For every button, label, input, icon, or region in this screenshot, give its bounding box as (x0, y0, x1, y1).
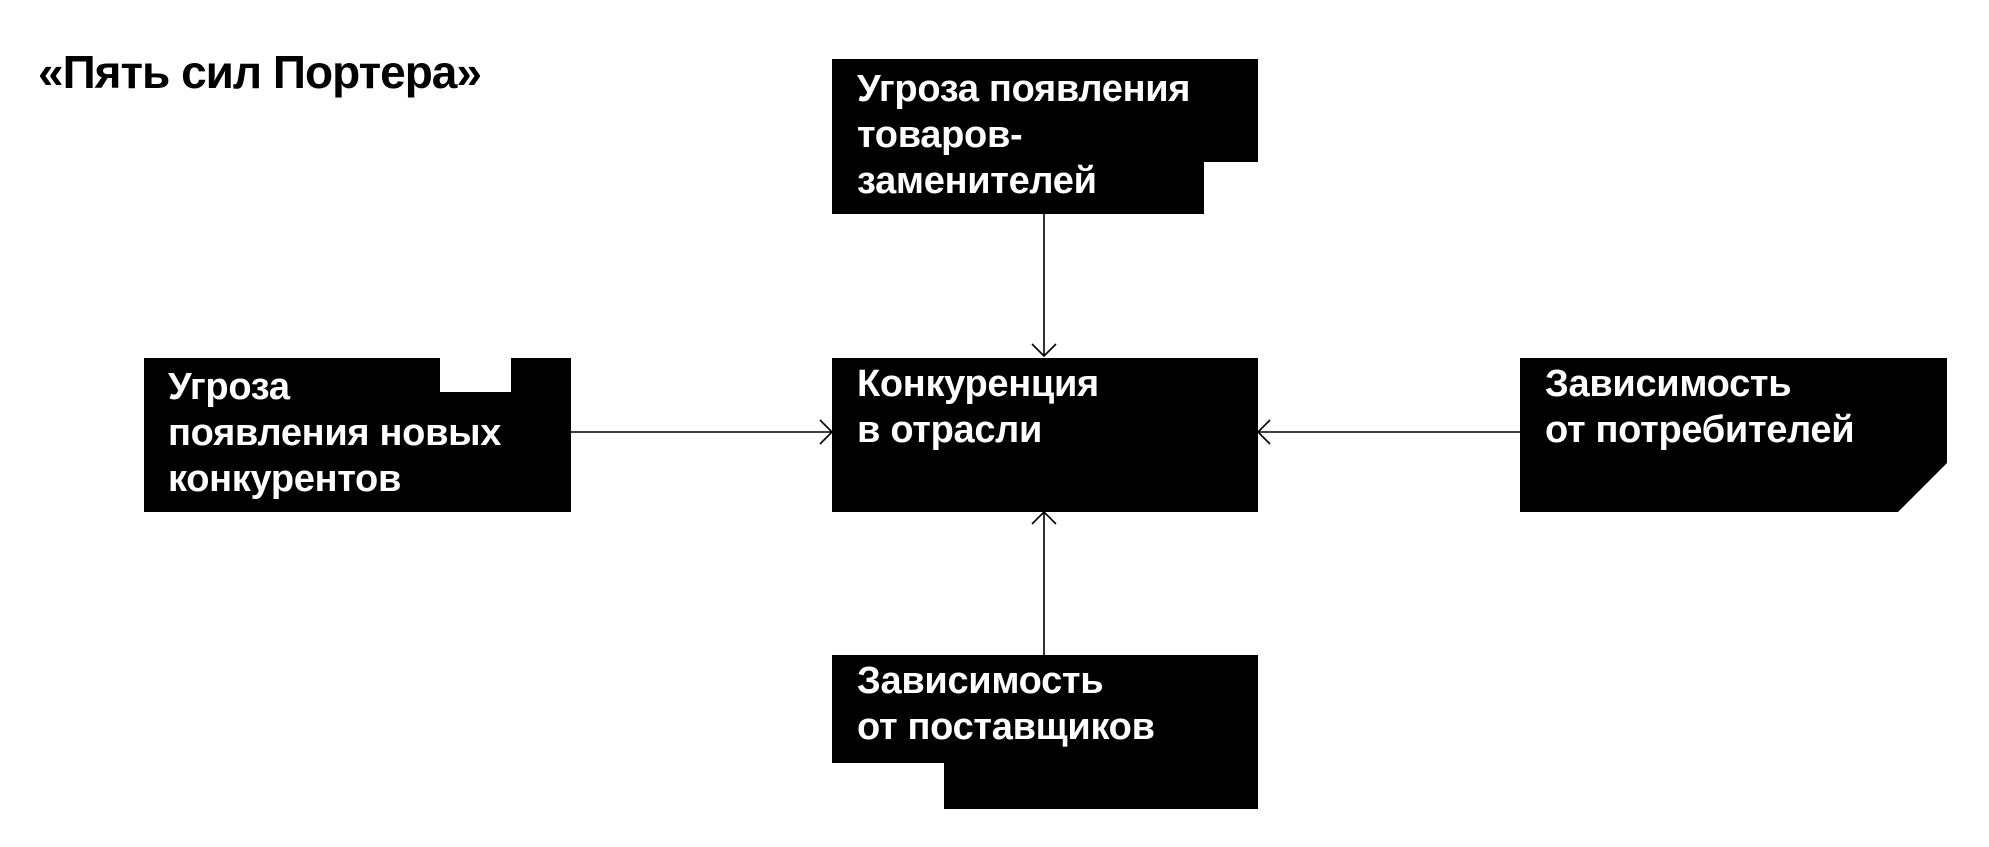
diagram-title: «Пять сил Портера» (38, 46, 482, 98)
arrowhead-suppliers (1031, 510, 1057, 525)
force-substitutes-label: Угроза появления товаров- заменителей (857, 68, 1191, 202)
arrowhead-substitutes (1031, 343, 1057, 358)
force-suppliers-label: Зависимость от поставщиков (857, 660, 1155, 748)
box-substitutes (832, 59, 1258, 214)
force-buyers-label: Зависимость от потребителей (1545, 363, 1855, 451)
force-rivalry-label: Конкуренция в отрасли (857, 363, 1099, 451)
force-new-entrants-label: Угроза появления новых конкурентов (168, 366, 502, 500)
arrowhead-buyers (1256, 419, 1271, 445)
box-rivalry (832, 358, 1258, 512)
box-buyers (1520, 358, 1947, 512)
box-new-entrants (144, 358, 571, 512)
box-suppliers (832, 655, 1258, 809)
